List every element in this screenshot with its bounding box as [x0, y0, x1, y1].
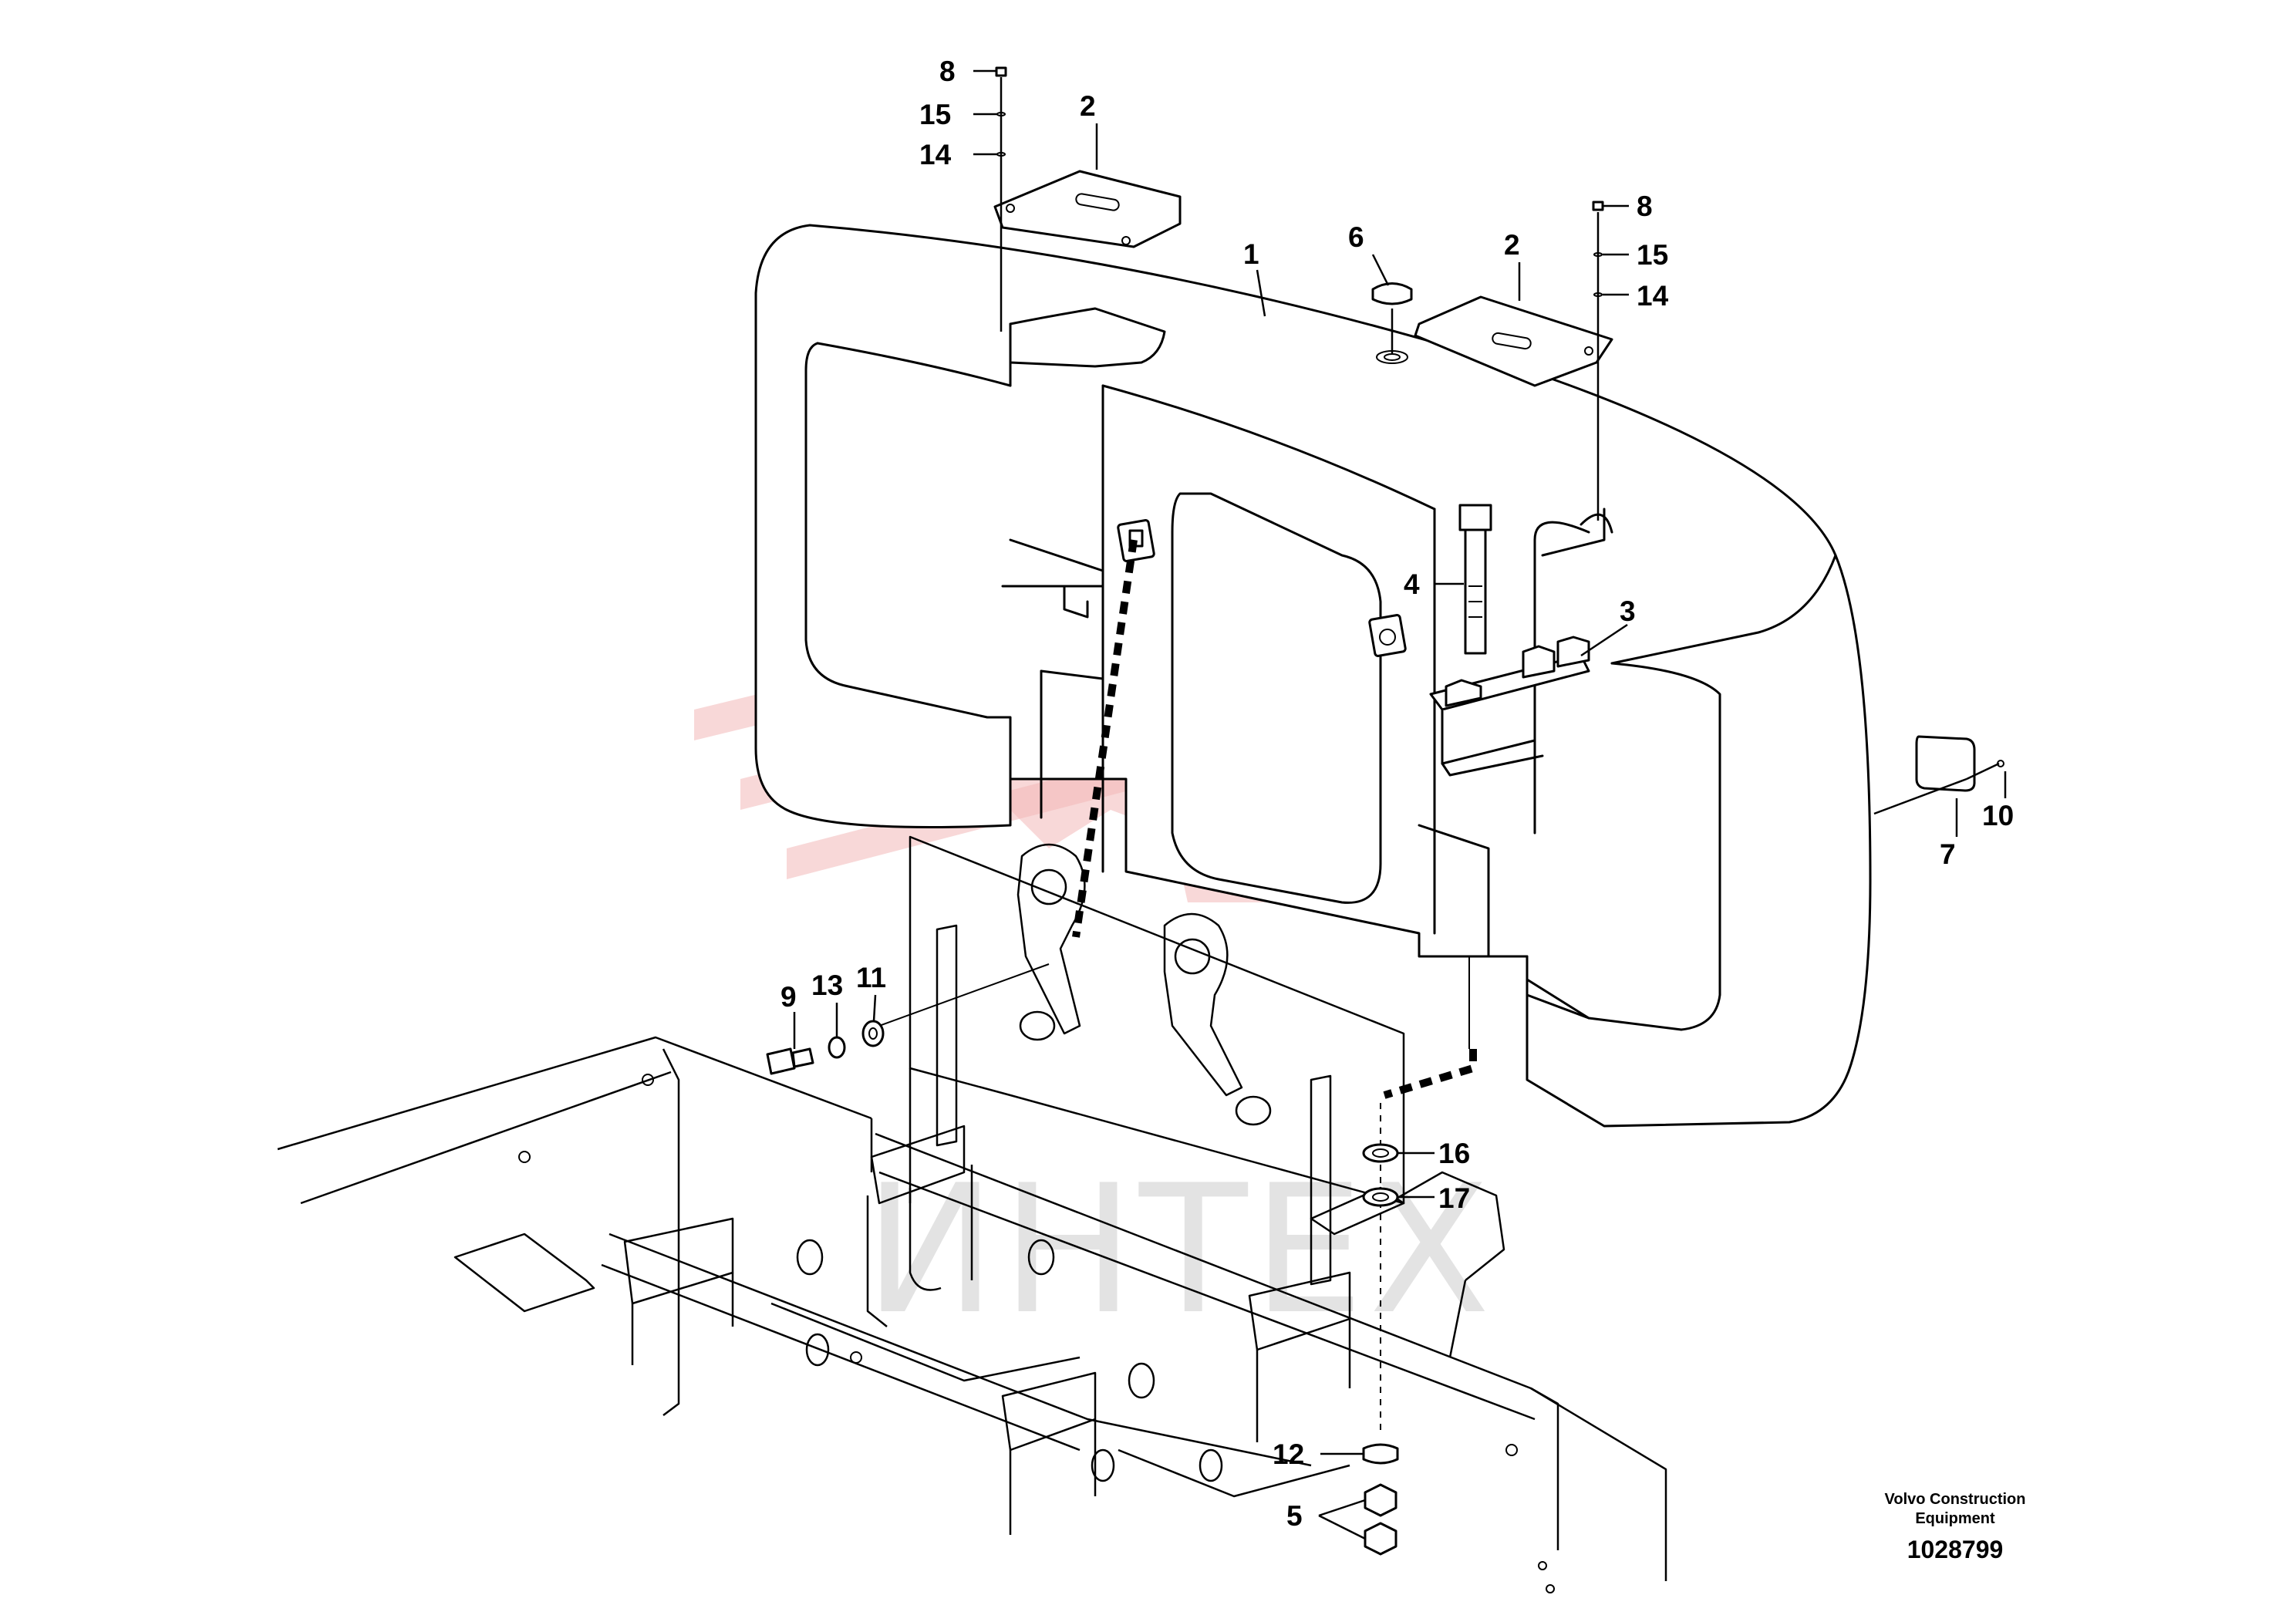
bracket-3	[1429, 636, 1590, 777]
cover-plate-left	[993, 170, 1182, 248]
callout-14-right: 14	[1637, 280, 1669, 312]
bottom-fasteners	[1362, 1143, 1399, 1556]
callout-8-right: 8	[1637, 191, 1653, 222]
callout-13: 13	[811, 969, 843, 1001]
callout-15-right: 15	[1637, 239, 1668, 271]
cap-plug	[1371, 282, 1413, 353]
callout-10: 10	[1982, 800, 2014, 831]
callout-1: 1	[1243, 238, 1259, 270]
callout-15-top-left: 15	[919, 99, 951, 130]
callout-16: 16	[1438, 1138, 1470, 1169]
caption-line-2: Equipment	[1915, 1510, 1995, 1527]
fastener-stack-right	[1592, 201, 1604, 521]
callout-11: 11	[856, 962, 886, 993]
callout-labels: 8 15 14 2 1 6 2 8 15 14 4 3 7 10 9 13 11…	[781, 56, 2014, 1532]
callout-5: 5	[1286, 1500, 1303, 1532]
callout-14-top-left: 14	[919, 139, 952, 170]
callout-2-right: 2	[1504, 229, 1520, 261]
diagram-caption: Volvo Construction Equipment 1028799	[1885, 1491, 2026, 1563]
callout-9: 9	[781, 981, 797, 1013]
upper-frame	[277, 835, 1667, 1593]
callout-leaders	[793, 69, 2007, 1540]
callout-2-left: 2	[1080, 90, 1096, 122]
cover-plate-right	[1414, 295, 1613, 387]
emblem-plate-7	[1873, 735, 2004, 815]
callout-17: 17	[1438, 1182, 1470, 1214]
callout-7: 7	[1940, 838, 1956, 870]
side-fastener-stack	[766, 1020, 885, 1075]
bolt-4	[1458, 504, 1492, 655]
caption-line-1: Volvo Construction	[1885, 1491, 2026, 1508]
callout-4: 4	[1404, 568, 1420, 600]
caption-number: 1028799	[1907, 1536, 2004, 1563]
callout-3: 3	[1620, 595, 1636, 627]
watermark-text: ИНТЕХ	[864, 1148, 1495, 1354]
callout-6: 6	[1348, 221, 1364, 253]
callout-8-top-left: 8	[939, 56, 956, 87]
counterweight	[754, 224, 1872, 1128]
callout-12: 12	[1273, 1438, 1304, 1470]
